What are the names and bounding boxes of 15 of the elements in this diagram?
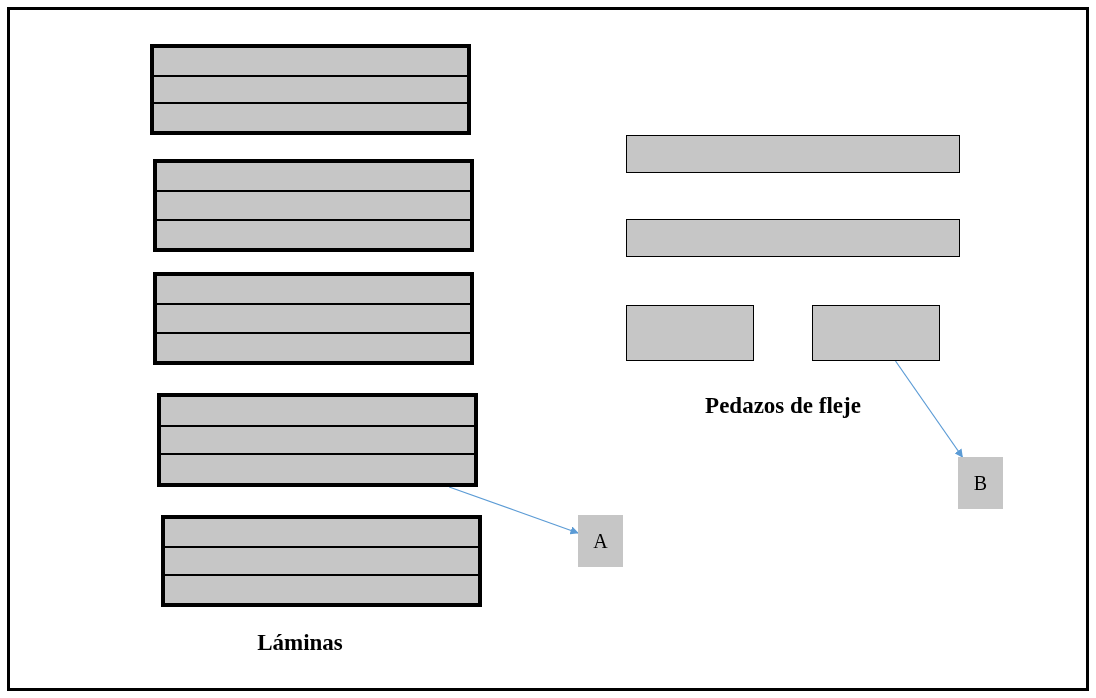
sheet-drawing	[157, 393, 478, 487]
sheet-drawing	[161, 515, 482, 607]
strip-piece	[626, 135, 960, 173]
sheet-drawing	[153, 159, 474, 252]
strip-piece	[812, 305, 940, 361]
letter-tag: A	[578, 515, 623, 567]
group-caption: Pedazos de fleje	[705, 393, 861, 419]
strip-piece	[626, 305, 754, 361]
letter-tag: B	[958, 457, 1003, 509]
group-caption: Láminas	[257, 630, 343, 656]
strip-piece	[626, 219, 960, 257]
arrow	[894, 360, 963, 458]
arrow	[448, 486, 579, 535]
sheet-drawing	[150, 44, 471, 135]
sheet-drawing	[153, 272, 474, 365]
